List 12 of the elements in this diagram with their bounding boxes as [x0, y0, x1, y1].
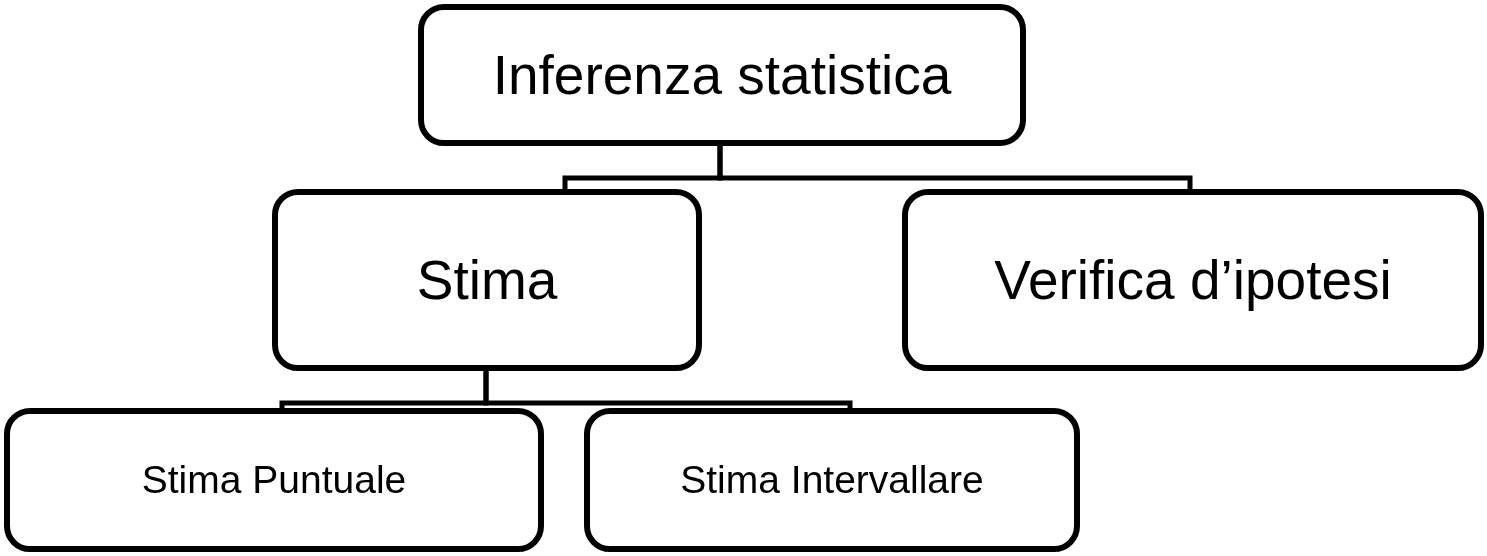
rounded-box [272, 189, 702, 371]
box-label: Verifica d’ipotesi [994, 248, 1392, 312]
connector-line [483, 371, 853, 408]
rounded-box [584, 408, 1080, 552]
rounded-box [4, 408, 544, 552]
box-label: Inferenza statistica [492, 43, 952, 107]
box-label: Stima [416, 248, 558, 312]
rounded-box [418, 4, 1026, 146]
connector-line [717, 146, 1193, 189]
rounded-box [902, 189, 1484, 371]
box-label: Stima Intervallare [680, 458, 984, 502]
box-label: Stima Puntuale [141, 458, 407, 502]
